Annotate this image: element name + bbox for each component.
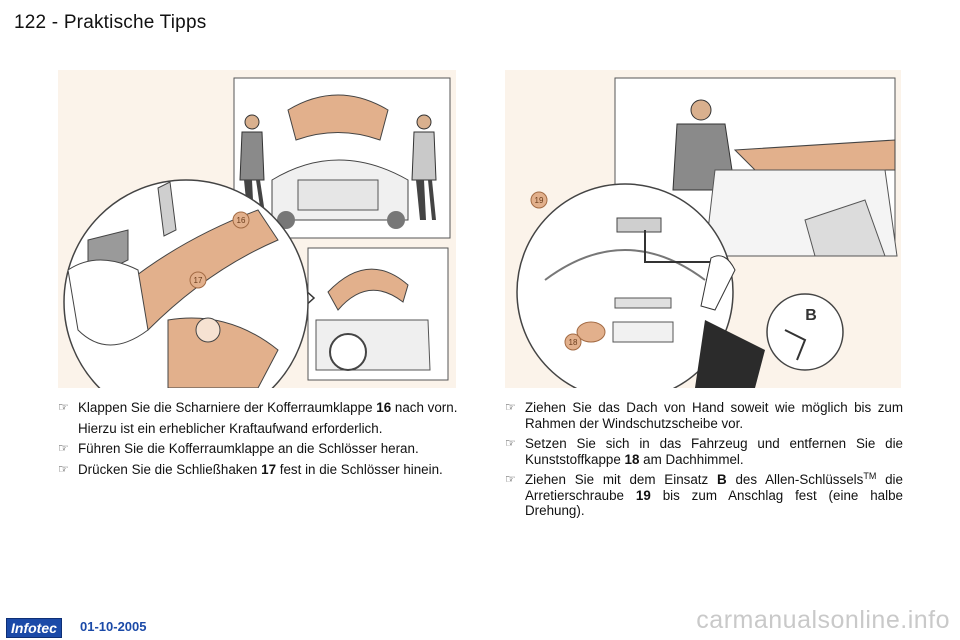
left-instructions: ☞ Klappen Sie die Scharniere der Kofferr… (58, 400, 458, 482)
instruction-text: bis zum Anschlag fest (eine halbe Drehun… (525, 487, 903, 519)
callout-17-marker (189, 271, 207, 289)
pointing-hand-icon: ☞ (58, 461, 69, 476)
ref-number: 19 (635, 487, 651, 503)
trademark-sup: TM (863, 471, 877, 481)
instruction-text: Ziehen Sie das Dach von Hand soweit wie … (525, 400, 903, 431)
instruction-text: Drücken Sie die Schließhaken (78, 461, 258, 477)
allen-key-detail (766, 293, 844, 371)
infotec-logo: Infotec (6, 618, 62, 638)
watermark: carmanualsonline.info (696, 606, 950, 634)
instruction-text: Setzen Sie sich in das Fahrzeug und entf… (525, 436, 903, 467)
pointing-hand-icon: ☞ (505, 436, 516, 450)
header-separator: - (51, 12, 59, 33)
instruction-text: am Dachhimmel. (643, 451, 744, 467)
instruction-item: ☞ Setzen Sie sich in das Fahrzeug und en… (505, 436, 903, 467)
instruction-item: ☞ Ziehen Sie das Dach von Hand soweit wi… (505, 400, 903, 431)
pointing-hand-icon: ☞ (58, 400, 69, 414)
pointing-hand-icon: ☞ (58, 441, 69, 455)
boot-lid-drawing: 16 17 (63, 77, 451, 388)
page-header: 122 - Praktische Tipps (14, 12, 206, 34)
instruction-note: Hierzu ist ein erheblicher Kraftaufwand … (78, 420, 383, 436)
callout-16: 16 (237, 216, 246, 225)
pointing-hand-icon: ☞ (505, 472, 516, 486)
instruction-item: ☞ Führen Sie die Kofferraumklappe an die… (58, 441, 458, 457)
roof-lock-drawing: B 19 18 (516, 77, 898, 388)
ref-letter: B (717, 472, 727, 487)
instruction-text: die Arretierschraube (525, 472, 903, 503)
roof-lock-illustration: B 19 18 (505, 70, 901, 388)
pointing-hand-icon: ☞ (505, 400, 516, 414)
boot-lid-illustration: 16 17 (58, 70, 456, 388)
footer-date: 01-10-2005 (80, 619, 147, 634)
callout-18: 18 (569, 338, 578, 347)
callout-19-marker (530, 191, 548, 209)
instruction-text: nach vorn. (394, 400, 458, 415)
callout-b: B (805, 307, 817, 324)
instruction-text: Ziehen Sie mit dem Einsatz (525, 472, 709, 487)
instruction-item: ☞ Klappen Sie die Scharniere der Kofferr… (58, 400, 458, 416)
boot-lid-shape (287, 94, 389, 141)
ref-number: 18 (624, 451, 640, 467)
plastic-cap-shape (576, 321, 606, 343)
instruction-text: Führen Sie die Kofferraumklappe an die S… (78, 441, 419, 456)
right-instructions: ☞ Ziehen Sie das Dach von Hand soweit wi… (505, 400, 903, 524)
ref-number: 17 (261, 461, 277, 477)
callout-17: 17 (194, 276, 203, 285)
callout-19: 19 (535, 196, 544, 205)
ref-number: 16 (376, 400, 392, 415)
instruction-item: ☞ Ziehen Sie mit dem Einsatz B des Allen… (505, 472, 903, 519)
instruction-text: Klappen Sie die Scharniere der Kofferrau… (78, 400, 373, 415)
section-title: Praktische Tipps (63, 12, 207, 33)
page-number: 122 (14, 12, 47, 33)
instruction-text: des Allen-Schlüssels (735, 472, 864, 487)
callout-16-marker (232, 211, 250, 229)
instruction-item: ☞ Drücken Sie die Schließhaken 17 fest i… (58, 462, 458, 478)
instruction-text: fest in die Schlösser hinein. (279, 461, 443, 477)
callout-18-marker (564, 333, 582, 351)
